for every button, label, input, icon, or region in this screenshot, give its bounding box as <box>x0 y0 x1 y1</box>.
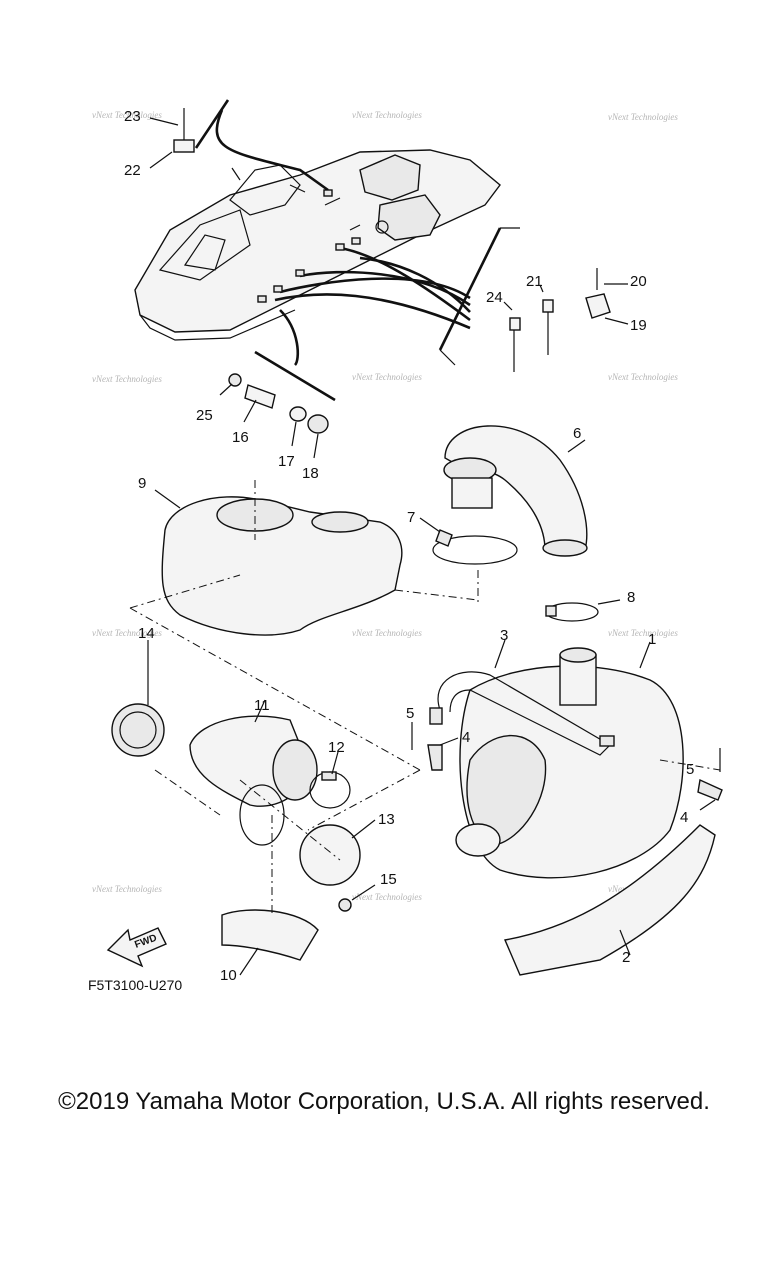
clamp-8 <box>545 599 621 622</box>
exhaust-pipe-assembly <box>111 640 376 976</box>
bolt-23-grommet-22 <box>149 108 195 169</box>
air-duct-6 <box>419 425 588 565</box>
callout-12: 12 <box>328 739 345 756</box>
callout-3: 3 <box>500 627 508 644</box>
watermark: vNext Technologies <box>608 628 678 638</box>
callout-11: 11 <box>254 697 270 714</box>
callout-9: 9 <box>138 475 146 492</box>
exploded-parts-diagram: vNext Technologies vNext Technologies vN… <box>88 99 723 993</box>
callout-25: 25 <box>196 407 213 424</box>
watermark: vNext Technologies <box>352 892 422 902</box>
callout-16: 16 <box>232 429 249 446</box>
water-lock-9 <box>154 480 403 636</box>
callout-5-upper: 5 <box>406 705 414 722</box>
callout-4-lower: 4 <box>680 809 688 826</box>
callout-2: 2 <box>622 949 630 966</box>
copyright-notice: ©2019 Yamaha Motor Corporation, U.S.A. A… <box>58 1088 710 1115</box>
callout-20: 20 <box>630 273 647 290</box>
cover-2 <box>504 824 716 976</box>
muffler-1 <box>429 639 684 879</box>
callout-14: 14 <box>138 625 155 642</box>
watercraft-hull <box>134 149 501 341</box>
callout-10: 10 <box>220 967 237 984</box>
watermark: vNext Technologies <box>92 110 162 120</box>
callout-19: 19 <box>630 317 647 334</box>
assembly-reference-lines <box>129 570 721 915</box>
hull-fittings <box>257 189 361 303</box>
watermark: vNext Technologies <box>92 374 162 384</box>
fwd-arrow-icon: FWD <box>106 927 167 968</box>
watermark: vNext Technologies <box>352 628 422 638</box>
watermark: vNext Technologies <box>608 372 678 382</box>
callout-22: 22 <box>124 162 141 179</box>
callout-13: 13 <box>378 811 395 828</box>
watermark: vNext Technologies <box>352 372 422 382</box>
bolts-brackets <box>411 722 723 811</box>
watermark: vNext Technologies <box>352 110 422 120</box>
ties-and-holders <box>503 268 629 372</box>
callout-23: 23 <box>124 108 141 125</box>
callout-7: 7 <box>407 509 415 526</box>
callout-4-upper: 4 <box>462 729 470 746</box>
callout-6: 6 <box>573 425 581 442</box>
callout-24: 24 <box>486 289 503 306</box>
figure-code: F5T3100-U270 <box>88 977 182 993</box>
callout-8: 8 <box>627 589 635 606</box>
callout-1: 1 <box>648 631 656 648</box>
watermark: vNext Technologies <box>608 112 678 122</box>
watermark: vNext Technologies <box>92 884 162 894</box>
watermark: vNext Technologies <box>92 628 162 638</box>
callout-17: 17 <box>278 453 295 470</box>
callout-15: 15 <box>380 871 397 888</box>
callout-18: 18 <box>302 465 319 482</box>
callout-numbers: 23 22 21 20 24 19 25 16 6 17 18 9 7 8 14… <box>124 108 694 984</box>
hose-routing-lines <box>194 99 520 402</box>
callout-21: 21 <box>526 273 543 290</box>
fitting-assembly <box>219 373 329 459</box>
callout-5-lower: 5 <box>686 761 694 778</box>
